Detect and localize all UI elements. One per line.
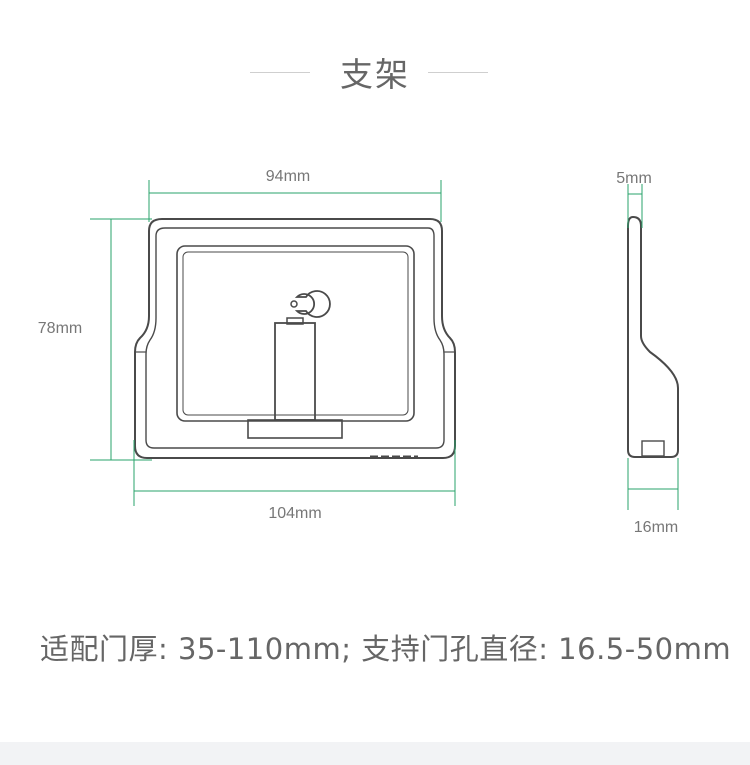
front-dimensions [90, 180, 456, 506]
side-dimensions [627, 184, 679, 510]
footer-band [0, 742, 750, 765]
front-view [134, 218, 456, 459]
bottom-clip [247, 419, 343, 439]
side-view [627, 215, 679, 458]
page-title: 支架 [340, 55, 410, 94]
keyhole-slot [294, 290, 331, 318]
side-outline [627, 215, 679, 458]
dim-label-78: 78mm [38, 320, 82, 337]
dim-label-94: 94mm [266, 168, 310, 185]
dim-label-16: 16mm [634, 519, 678, 536]
side-bottom-tab [641, 440, 665, 457]
keyhole-dot [290, 300, 298, 308]
title-divider-right [428, 72, 488, 73]
title-block: 支架 [0, 48, 750, 98]
front-window-inner [182, 251, 409, 416]
front-inner-outline [145, 227, 445, 449]
spec-text: 适配门厚: 35-110mm; 支持门孔直径: 16.5-50mm [40, 632, 732, 666]
front-window-outer [176, 245, 415, 422]
center-post-cap [286, 317, 304, 325]
center-post [274, 322, 316, 421]
title-divider-left [250, 72, 310, 73]
dim-label-5: 5mm [616, 170, 652, 187]
bracket-drawing: 94mm 78mm 104mm 5mm 16mm [38, 168, 679, 536]
dim-label-104: 104mm [268, 505, 321, 522]
front-outer-outline [134, 218, 456, 459]
